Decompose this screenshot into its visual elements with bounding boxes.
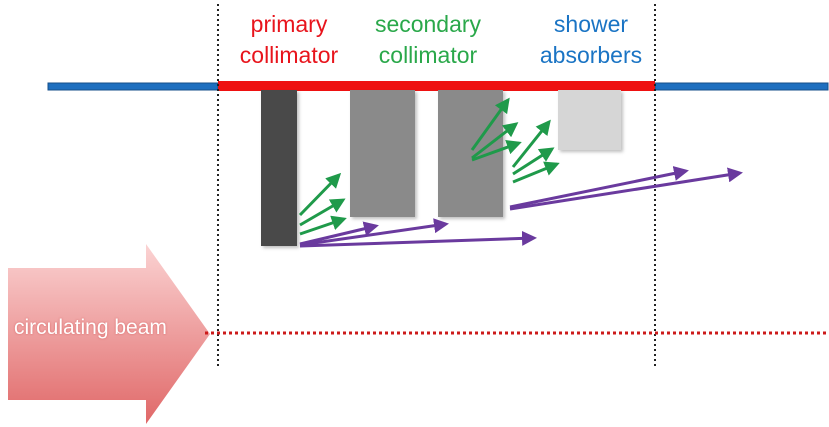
absorber-label-line2: absorbers: [539, 42, 643, 68]
absorber-label-line1: shower: [553, 11, 629, 37]
circulating-beam-arrow: [8, 244, 210, 424]
secondary-label-line2: collimator: [378, 42, 478, 68]
primary-label-line1: primary: [250, 11, 328, 37]
shower-absorber-label: shower absorbers: [528, 9, 654, 71]
secondary-collimator-jaw-1: [350, 90, 415, 217]
beam-pipe-right: [654, 82, 829, 91]
primary-collimator-jaw: [261, 90, 297, 246]
shower-absorber-block: [558, 90, 621, 150]
tertiary-halo-arrows: [299, 166, 743, 248]
secondary-collimator-label: secondary collimator: [360, 9, 496, 71]
secondary-halo-arrows: [298, 97, 560, 236]
secondary-label-line1: secondary: [374, 11, 482, 37]
beam-pipe-left: [47, 82, 219, 91]
primary-collimator-label: primary collimator: [226, 9, 352, 71]
circulating-beam-label: circulating beam: [14, 316, 167, 339]
primary-label-line2: collimator: [239, 42, 339, 68]
collimation-section-bar: [218, 81, 655, 91]
